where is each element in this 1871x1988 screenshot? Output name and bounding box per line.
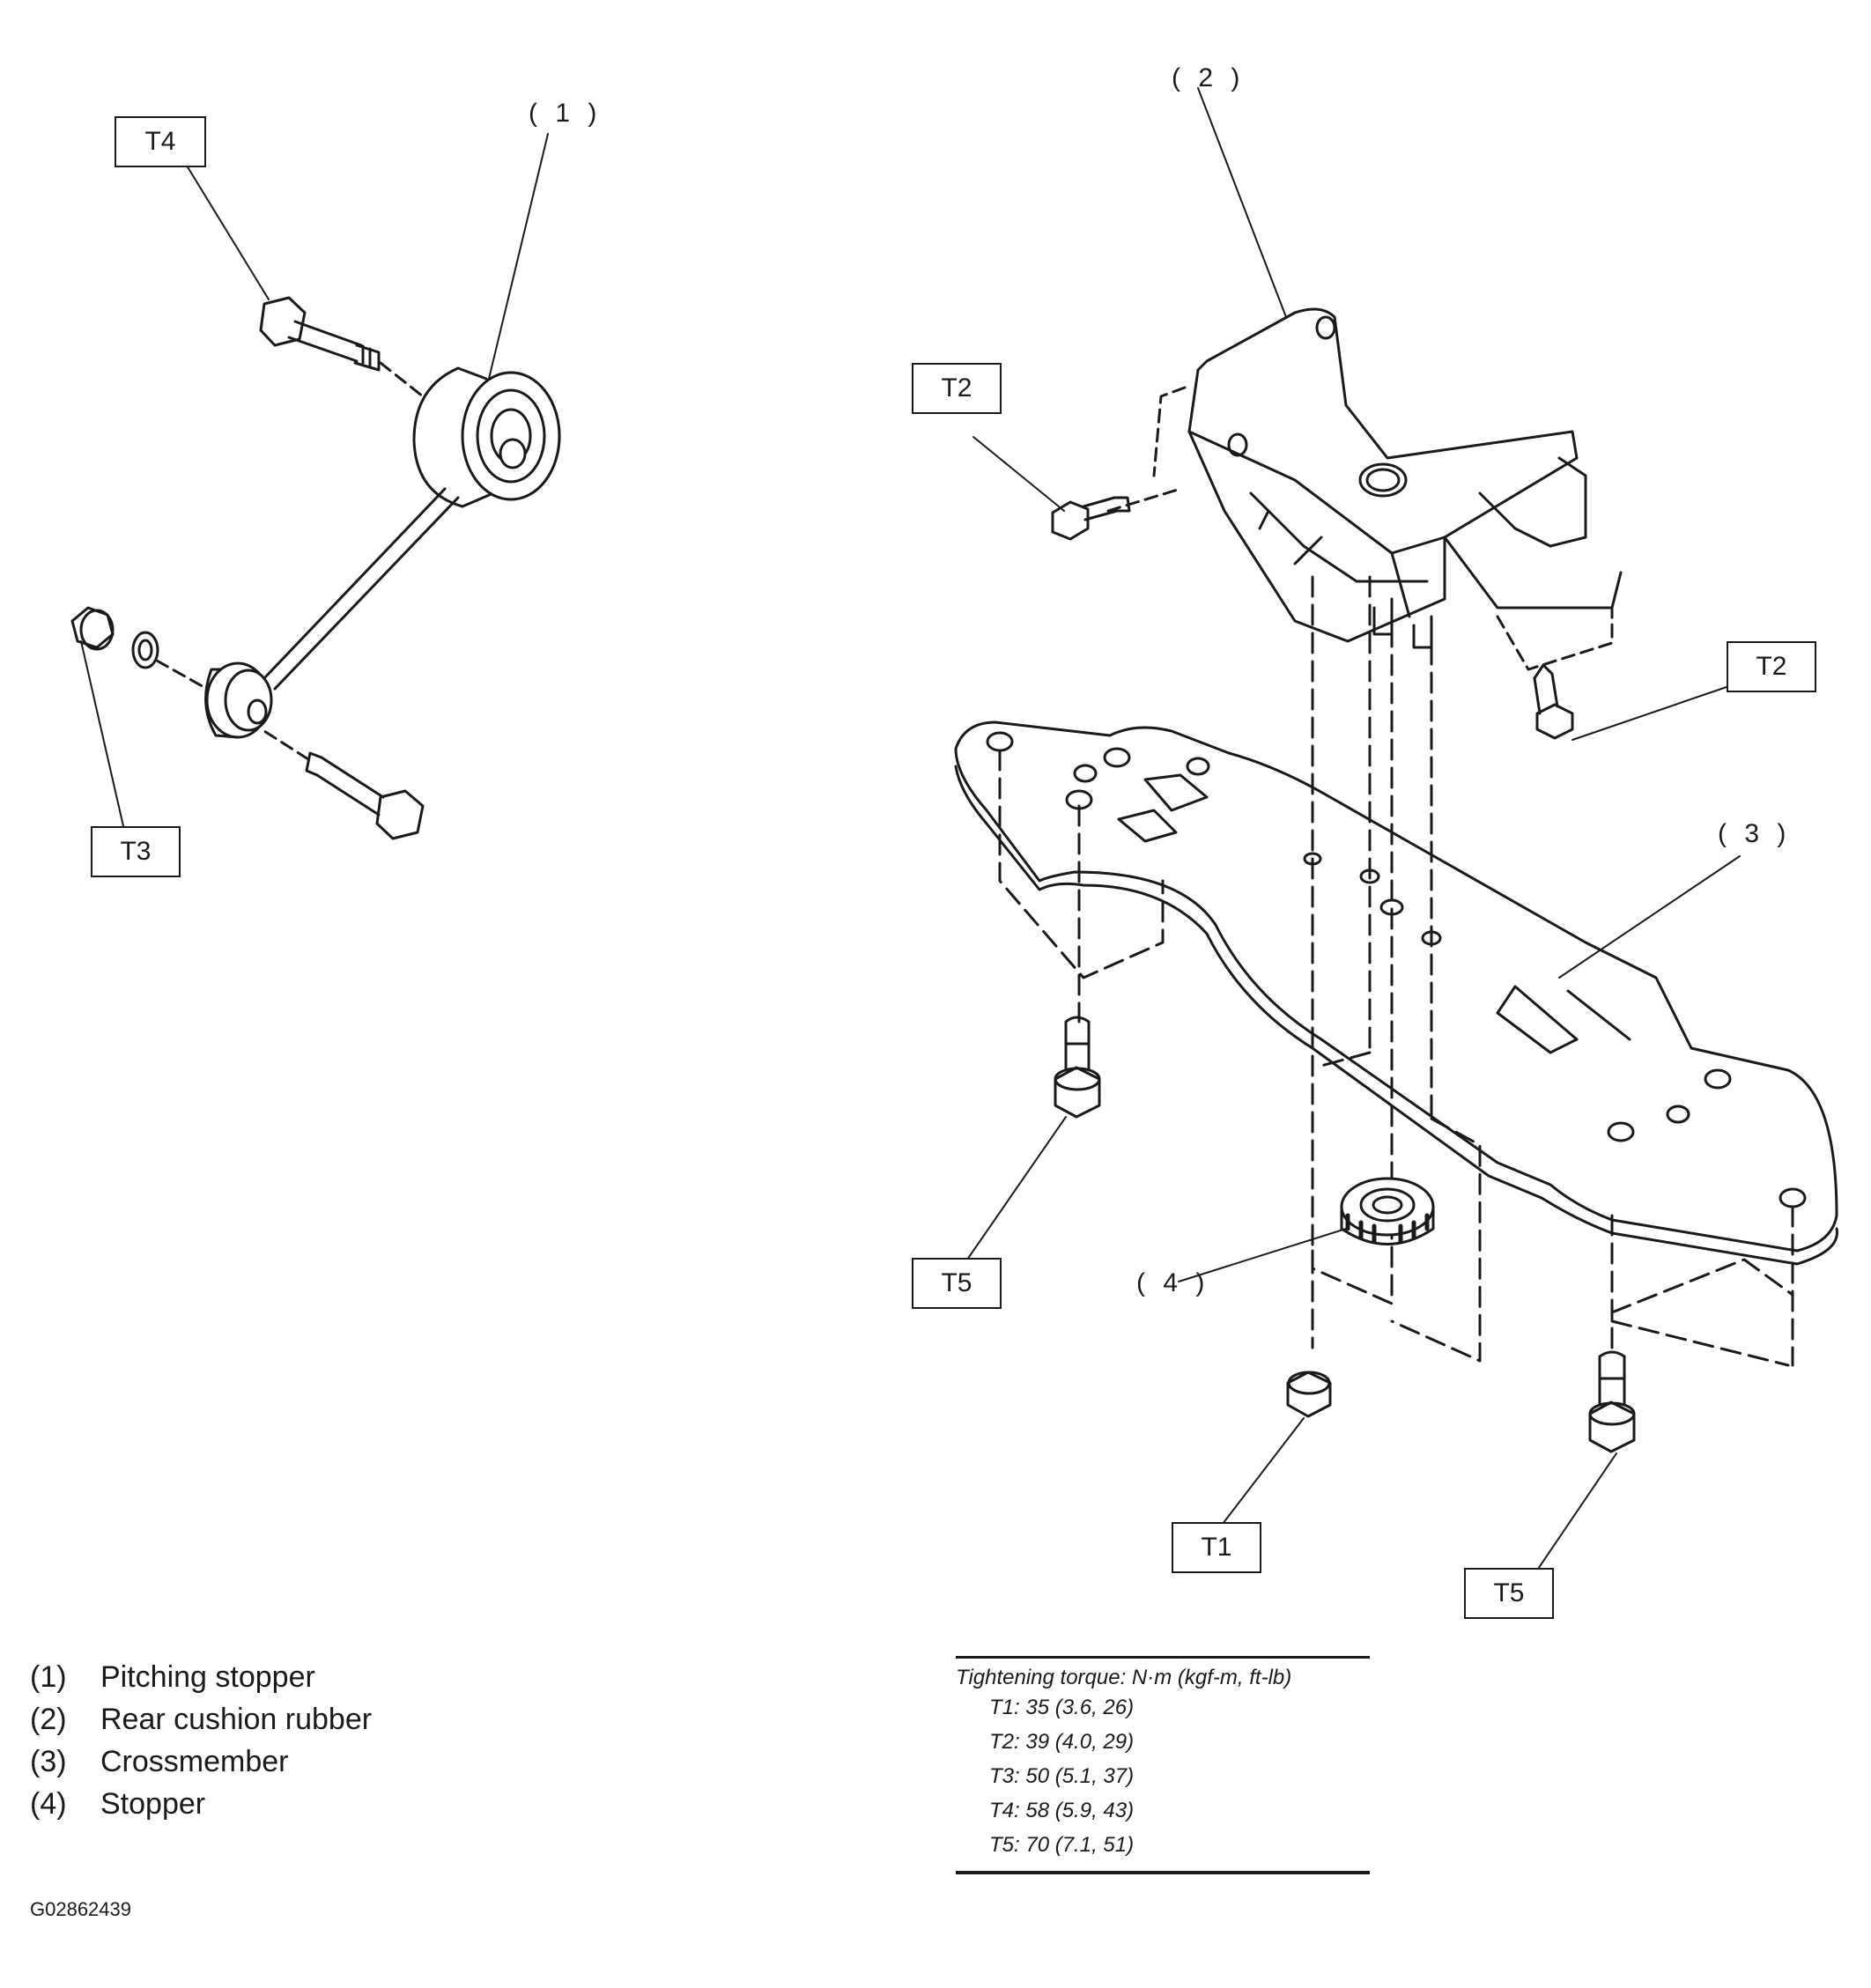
callout-pitching-stopper: ( 1 ) <box>529 99 603 128</box>
legend-label: Pitching stopper <box>100 1660 315 1694</box>
callout-stopper: ( 4 ) <box>1136 1268 1210 1297</box>
table-rule-top <box>956 1656 1370 1659</box>
legend-item: (3) Crossmember <box>30 1740 372 1783</box>
torque-box-t2-right: T2 <box>1727 641 1816 692</box>
legend-item: (1) Pitching stopper <box>30 1656 372 1698</box>
stopper-drawing <box>1340 1177 1435 1245</box>
legend-number: (2) <box>30 1703 67 1736</box>
leader-lines <box>80 87 1741 1578</box>
torque-row: T5: 70 (7.1, 51) <box>989 1833 1135 1857</box>
torque-row: T1: 35 (3.6, 26) <box>989 1696 1135 1719</box>
figure-code: G02862439 <box>30 1898 131 1920</box>
torque-box-t1: T1 <box>1172 1522 1261 1573</box>
callout-crossmember: ( 3 ) <box>1718 819 1792 848</box>
legend-item: (2) Rear cushion rubber <box>30 1698 372 1740</box>
legend-label: Stopper <box>100 1787 206 1821</box>
rear-cushion-rubber-drawing <box>1106 307 1623 671</box>
torque-box-t5-left: T5 <box>912 1258 1002 1309</box>
parts-legend: (1) Pitching stopper (2) Rear cushion ru… <box>30 1656 372 1825</box>
legend-label: Rear cushion rubber <box>100 1703 373 1736</box>
t1-nut-drawing <box>1286 1371 1332 1418</box>
legend-number: (4) <box>30 1787 67 1821</box>
torque-row: T3: 50 (5.1, 37) <box>989 1764 1135 1788</box>
torque-row: T2: 39 (4.0, 29) <box>989 1730 1135 1754</box>
table-rule-bottom <box>956 1871 1370 1874</box>
pitching-stopper-drawing <box>70 296 561 840</box>
torque-table-title: Tightening torque: N·m (kgf-m, ft-lb) <box>956 1666 1292 1689</box>
crossmember-drawing <box>954 575 1838 1367</box>
t5-bolts-drawing <box>1054 1016 1636 1453</box>
torque-box-t4: T4 <box>115 116 206 167</box>
t2-bolts-drawing <box>1051 496 1574 740</box>
legend-number: (1) <box>30 1660 67 1694</box>
legend-number: (3) <box>30 1745 67 1778</box>
torque-row: T4: 58 (5.9, 43) <box>989 1799 1135 1822</box>
legend-label: Crossmember <box>100 1745 289 1778</box>
torque-box-t5-right: T5 <box>1464 1568 1554 1619</box>
torque-box-t3: T3 <box>91 826 181 877</box>
torque-table: Tightening torque: N·m (kgf-m, ft-lb) T1… <box>956 1656 1370 1874</box>
torque-box-t2-left: T2 <box>912 363 1002 414</box>
callout-rear-cushion-rubber: ( 2 ) <box>1172 63 1246 92</box>
legend-item: (4) Stopper <box>30 1783 372 1825</box>
